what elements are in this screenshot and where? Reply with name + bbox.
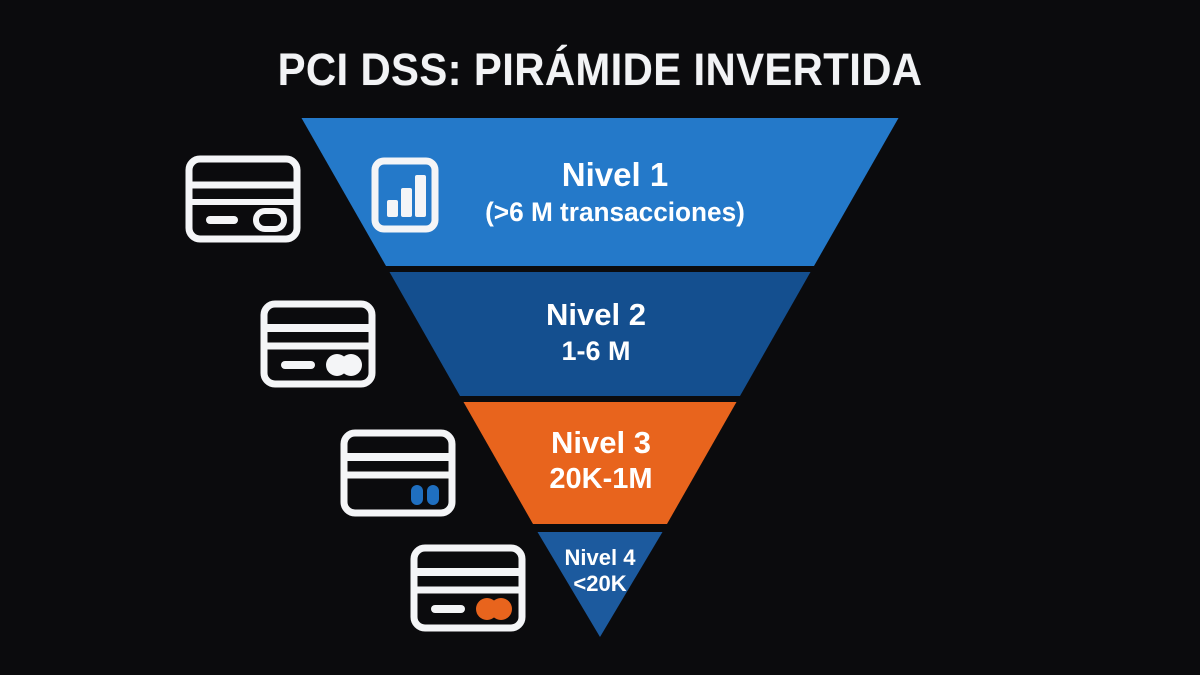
tier-2-name: Nivel 2 (546, 297, 646, 332)
credit-card-icon-tier-1 (185, 155, 301, 243)
credit-card-icon-tier-3 (340, 429, 456, 517)
tier-1-name: Nivel 1 (561, 156, 669, 193)
tier-4-name: Nivel 4 (564, 545, 636, 570)
tier-3-name: Nivel 3 (551, 425, 651, 460)
funnel-tier-2[interactable] (389, 272, 811, 396)
funnel-tier-3[interactable] (463, 402, 737, 524)
tier-3-label-group: Nivel 3 20K-1M (481, 425, 721, 495)
bar-chart-icon (371, 157, 439, 233)
credit-card-icon-tier-4 (410, 544, 526, 632)
tier-4-range: <20K (573, 570, 627, 596)
tier-1-label-group: Nivel 1 (>6 M transacciones) (455, 156, 775, 227)
credit-card-icon-tier-2 (260, 300, 376, 388)
funnel-tier-1[interactable] (301, 118, 899, 266)
tier-1-range: (>6 M transacciones) (485, 196, 745, 227)
tier-4-label-group: Nivel 4 <20K (520, 545, 680, 596)
tier-3-range: 20K-1M (549, 462, 653, 495)
tier-2-range: 1-6 M (561, 335, 631, 366)
funnel-tier-4[interactable] (537, 532, 663, 637)
tier-2-label-group: Nivel 2 1-6 M (466, 297, 726, 366)
page-title: PCI DSS: PIRÁMIDE INVERTIDA (277, 44, 923, 95)
